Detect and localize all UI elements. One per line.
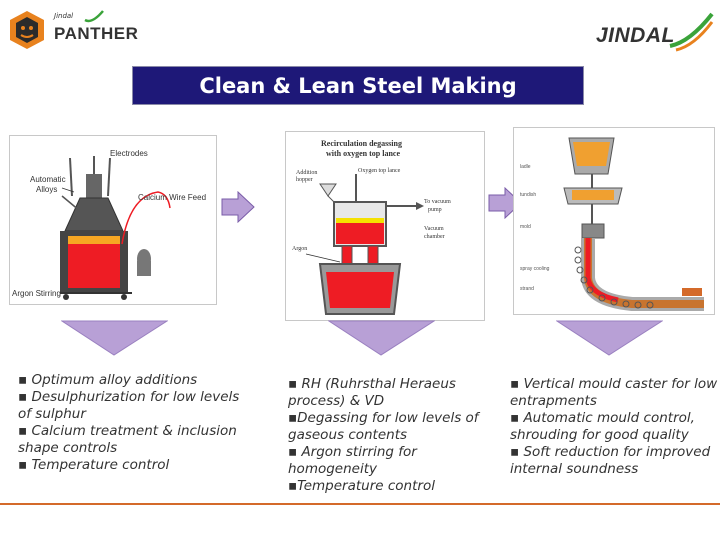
stage-2-bullet: ▪Temperature control bbox=[288, 478, 435, 494]
jindal-wordmark: JINDAL bbox=[596, 24, 675, 47]
stage-3-bullet: ▪ Vertical mould caster for low entrapme… bbox=[510, 376, 718, 409]
stage-1-description: ▪ Optimum alloy additions ▪ Desulphuriza… bbox=[18, 372, 256, 474]
stage-3-bullet: ▪ Soft reduction for improved internal s… bbox=[510, 444, 711, 477]
label-wire: Calcium Wire Feed bbox=[138, 193, 206, 202]
continuous-caster-diagram: ladle tundish mold spray cooling strand bbox=[513, 127, 715, 315]
panther-badge-icon bbox=[10, 11, 44, 49]
caster-illustration: ladle tundish mold spray cooling strand bbox=[520, 137, 704, 311]
label-spray: spray cooling bbox=[520, 266, 550, 272]
svg-text:Oxygen top lance: Oxygen top lance bbox=[358, 168, 401, 174]
label-automatic: Automatic bbox=[30, 175, 66, 184]
stage-2-bullet: ▪Degassing for low levels of gaseous con… bbox=[288, 410, 479, 443]
label-argon: Argon Stirring bbox=[12, 289, 61, 298]
label-electrodes: Electrodes bbox=[110, 149, 148, 158]
svg-text:Automatic Alloys: Automatic Alloys bbox=[30, 175, 68, 194]
stage-1-bullet: ▪ Desulphurization for low levels of sul… bbox=[18, 389, 240, 422]
svg-text:pump: pump bbox=[428, 207, 442, 213]
label-tundish: tundish bbox=[520, 192, 536, 198]
svg-text:To vacuum: To vacuum bbox=[424, 199, 451, 205]
stage-2-bullet: ▪ RH (Ruhrsthal Heraeus process) & VD bbox=[288, 376, 456, 409]
logo-panther-text: PANTHER bbox=[54, 24, 139, 43]
svg-text:chamber: chamber bbox=[424, 234, 445, 240]
panther-logo: Jindal PANTHER bbox=[8, 8, 138, 52]
svg-text:Argon: Argon bbox=[292, 246, 307, 252]
stage-1-bullet: ▪ Calcium treatment & inclusion shape co… bbox=[18, 423, 237, 456]
right-arrow-icon-1 bbox=[221, 191, 255, 223]
svg-text:with oxygen top lance: with oxygen top lance bbox=[326, 149, 400, 158]
stage-2-description: ▪ RH (Ruhrsthal Heraeus process) & VD ▪D… bbox=[288, 376, 498, 495]
jindal-swoosh-icon bbox=[669, 12, 714, 52]
stage-3-bullet: ▪ Automatic mould control, shrouding for… bbox=[510, 410, 695, 443]
footer-divider bbox=[0, 503, 720, 505]
down-arrow-icon-2 bbox=[328, 320, 435, 356]
rh-degasser-diagram: Recirculation degassing with oxygen top … bbox=[285, 131, 485, 321]
label-mold: mold bbox=[520, 224, 531, 230]
label-ladle: ladle bbox=[520, 164, 531, 170]
label-alloys: Alloys bbox=[36, 185, 57, 194]
label-strand: strand bbox=[520, 286, 534, 292]
down-arrow-icon-3 bbox=[556, 320, 663, 356]
rh-degasser-illustration: Recirculation degassing with oxygen top … bbox=[292, 139, 451, 315]
svg-text:hopper: hopper bbox=[296, 177, 313, 183]
svg-text:Vacuum: Vacuum bbox=[424, 226, 444, 232]
stage-3-description: ▪ Vertical mould caster for low entrapme… bbox=[510, 376, 718, 478]
ladle-furnace-illustration: Electrodes Automatic Alloys Calcium Wire… bbox=[12, 149, 206, 300]
stage-2-bullet: ▪ Argon stirring for homogeneity bbox=[288, 444, 417, 477]
stage-1-bullet: ▪ Temperature control bbox=[18, 457, 170, 473]
svg-text:Addition: Addition bbox=[296, 170, 317, 176]
swoosh-icon bbox=[84, 10, 104, 23]
page-title: Clean & Lean Steel Making bbox=[132, 66, 584, 105]
svg-text:Recirculation degassing: Recirculation degassing bbox=[321, 139, 402, 148]
logo-small-text: Jindal bbox=[54, 12, 74, 20]
stage-1-bullet: ▪ Optimum alloy additions bbox=[18, 372, 198, 388]
ladle-furnace-diagram: Electrodes Automatic Alloys Calcium Wire… bbox=[9, 135, 217, 305]
jindal-logo: JINDAL bbox=[590, 10, 715, 56]
down-arrow-icon-1 bbox=[61, 320, 168, 356]
